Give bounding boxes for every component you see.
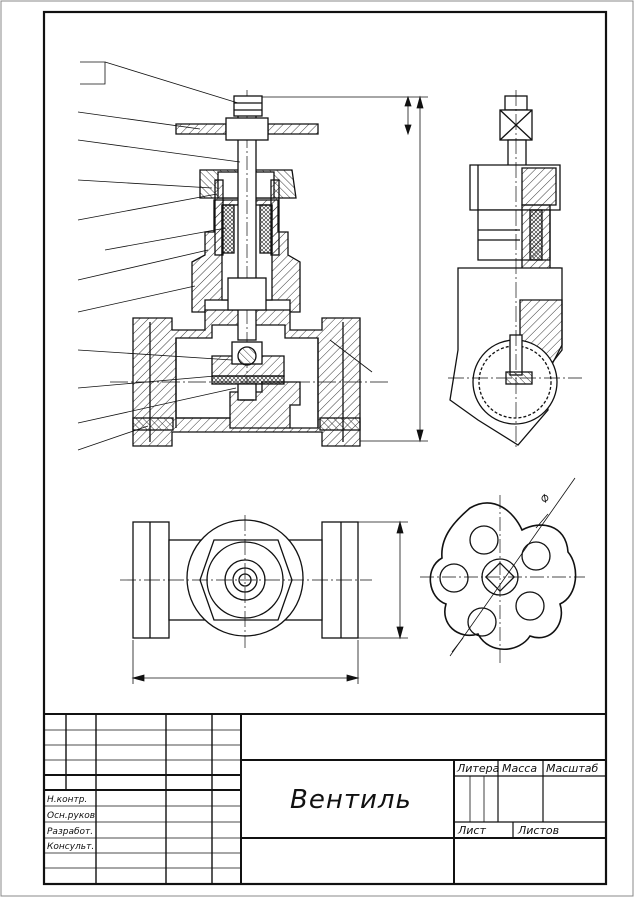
side-view <box>448 90 582 448</box>
front-section-view <box>110 90 388 447</box>
handwheel <box>175 123 227 135</box>
height-dimension <box>262 95 428 443</box>
role-konsult: Консульт. <box>47 842 94 852</box>
litera-label: Литера <box>456 762 500 775</box>
handwheel-view <box>420 477 585 665</box>
packing-left <box>221 204 235 254</box>
title-block <box>44 713 606 884</box>
massa-label: Масса <box>502 762 537 775</box>
role-n-kontr: Н.контр. <box>47 795 87 805</box>
diameter-symbol: ⌀ <box>536 491 553 506</box>
top-view <box>120 515 372 648</box>
stem-nut <box>233 95 263 117</box>
role-razrabot: Разработ. <box>47 827 93 837</box>
masshtab-label: Масштаб <box>546 762 598 775</box>
packing-right <box>259 204 273 254</box>
part-leaders <box>77 61 373 451</box>
list-label: Лист <box>457 824 486 837</box>
role-osn-rukov: Осн.руков <box>47 811 95 821</box>
listov-label: Листов <box>517 824 559 837</box>
drawing-title: Вентиль <box>290 785 412 815</box>
handwheel-outline <box>429 502 577 650</box>
top-view-dimensions <box>131 520 408 684</box>
